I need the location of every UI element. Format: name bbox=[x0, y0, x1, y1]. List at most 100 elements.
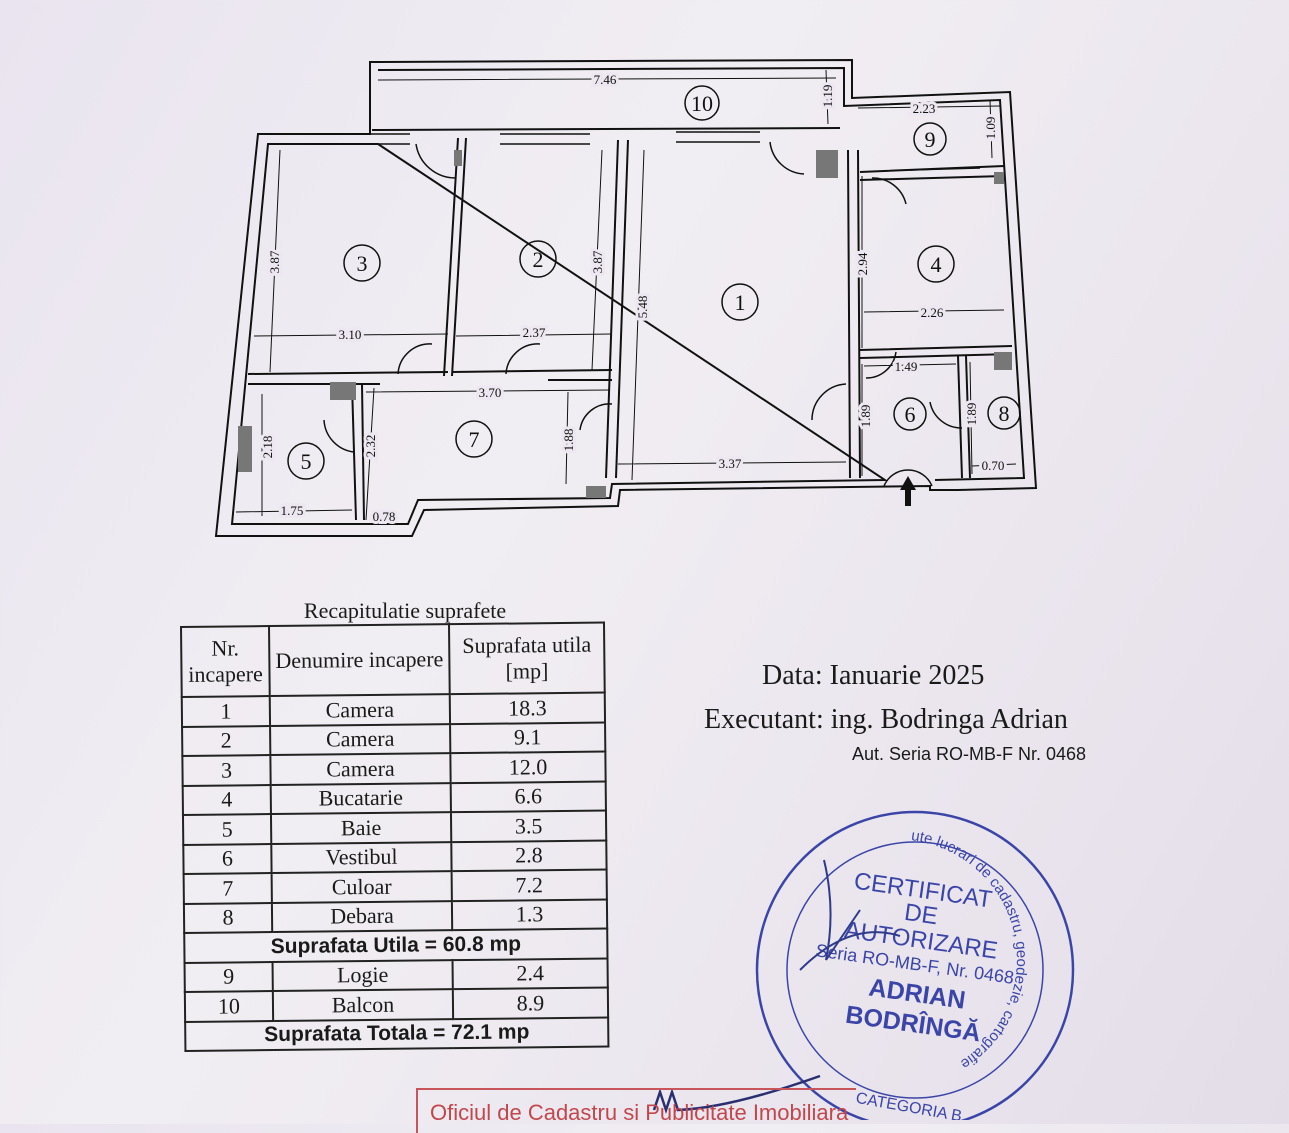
room-label-5: 5 bbox=[301, 449, 312, 474]
dim-bath-height: 2.18 bbox=[260, 436, 275, 459]
dim-room2-width: 2.37 bbox=[523, 325, 546, 340]
signature-stroke bbox=[652, 1074, 821, 1114]
table-title: Recapitulatie suprafete bbox=[303, 598, 507, 623]
cell-name: Bucatarie bbox=[270, 782, 451, 815]
signature bbox=[799, 859, 901, 971]
room-circle-5 bbox=[287, 442, 325, 480]
wall-room3-room2 bbox=[443, 137, 467, 377]
room-label-6: 6 bbox=[905, 402, 916, 427]
wall-corridor-room2 bbox=[451, 369, 613, 381]
cell-area: 18.3 bbox=[449, 692, 606, 724]
cell-nr: 4 bbox=[182, 784, 271, 815]
room-circle-1 bbox=[721, 283, 759, 321]
outer-wall bbox=[214, 58, 1038, 537]
header-name: Denumire incapere bbox=[269, 624, 450, 697]
dim-balcony-width: 7.46 bbox=[594, 72, 617, 87]
wall-room1-kitchen bbox=[847, 149, 861, 479]
cell-nr: 7 bbox=[183, 873, 272, 904]
stamp-outer-ring bbox=[755, 810, 1075, 1120]
cell-name: Balcon bbox=[272, 989, 454, 1021]
room-label-8: 8 bbox=[999, 401, 1010, 426]
wall-kitchen-hall bbox=[859, 345, 1013, 359]
cell-nr: 1 bbox=[181, 696, 271, 727]
dim-balcony-depth: 1.19 bbox=[820, 85, 835, 108]
cell-nr: 3 bbox=[182, 755, 271, 786]
cell-name: Camera bbox=[269, 694, 451, 726]
cell-nr: 5 bbox=[182, 814, 272, 845]
cell-area: 2.4 bbox=[452, 958, 608, 990]
dim-kitchen-height: 2.94 bbox=[855, 252, 870, 275]
entrance-arrow-icon bbox=[900, 476, 916, 506]
cell-name: Debara bbox=[271, 900, 453, 933]
room-circle-7 bbox=[455, 420, 493, 458]
dim-hall-width: 1.49 bbox=[895, 359, 918, 374]
balcony-wall bbox=[371, 127, 841, 131]
area-summary-table: Nr. incapere Denumire incapere Suprafata… bbox=[180, 622, 609, 1052]
dim-kitchen-width: 2.26 bbox=[921, 305, 944, 320]
dim-room3-height: 3.87 bbox=[267, 250, 282, 273]
executant-label: Executant: ing. Bodringa Adrian bbox=[704, 704, 1068, 735]
dim-corridor-height-left: 2.32 bbox=[363, 435, 378, 458]
room-circle-3 bbox=[343, 244, 381, 282]
cell-area: 3.5 bbox=[450, 810, 607, 842]
dim-closet-height: 1.89 bbox=[964, 403, 979, 426]
wall-room3-corridor bbox=[247, 371, 449, 385]
cell-nr: 9 bbox=[184, 961, 273, 992]
table-header-row: Nr. incapere Denumire incapere Suprafata… bbox=[181, 622, 605, 697]
dim-closet-width: 0.70 bbox=[982, 458, 1005, 473]
room-circle-2 bbox=[519, 240, 557, 278]
cell-area: 12.0 bbox=[450, 751, 606, 783]
room-label-7: 7 bbox=[469, 427, 480, 452]
room-circle-10 bbox=[684, 85, 720, 121]
room-label-9: 9 bbox=[925, 127, 936, 152]
cell-area: 8.9 bbox=[452, 987, 609, 1019]
cell-nr: 6 bbox=[183, 843, 272, 874]
room-label-2: 2 bbox=[533, 247, 544, 272]
header-nr: Nr. incapere bbox=[181, 626, 270, 697]
wall-kitchen-loggia bbox=[859, 165, 1005, 181]
dim-corridor-ext: 0.78 bbox=[373, 509, 396, 524]
cadastre-office-stamp: Oficiul de Cadastru si Publicitate Imobi… bbox=[416, 1088, 856, 1133]
stamp-line2: DE bbox=[903, 899, 940, 930]
door-swings bbox=[323, 141, 963, 487]
columns bbox=[238, 150, 1012, 498]
cell-area: 7.2 bbox=[451, 869, 607, 901]
total-row: Suprafata Totala = 72.1 mp bbox=[185, 1017, 609, 1051]
wall-room2-room1 bbox=[605, 139, 629, 479]
cell-name: Vestibul bbox=[271, 841, 452, 874]
cell-name: Logie bbox=[272, 959, 453, 992]
header-area: Suprafata utila [mp] bbox=[448, 622, 605, 695]
room-label-1: 1 bbox=[735, 290, 746, 315]
cell-name: Culoar bbox=[271, 871, 452, 903]
subtotal-row: Suprafata Utila = 60.8 mp bbox=[184, 928, 608, 963]
cell-nr: 2 bbox=[182, 725, 271, 756]
dim-room1-height: 5.48 bbox=[635, 296, 650, 319]
cell-area: 1.3 bbox=[451, 899, 608, 931]
cell-area: 9.1 bbox=[450, 722, 606, 754]
room-label-3: 3 bbox=[357, 251, 368, 276]
cell-name: Baie bbox=[270, 812, 452, 844]
dim-loggia-width: 2.23 bbox=[913, 101, 936, 116]
room-circle-8 bbox=[987, 396, 1021, 430]
total-cell: Suprafata Totala = 72.1 mp bbox=[185, 1017, 609, 1051]
outer-wall-inner bbox=[230, 66, 1026, 525]
windows bbox=[310, 131, 981, 171]
stamp-inner-ring bbox=[786, 841, 1044, 1099]
room-circle-4 bbox=[917, 245, 955, 283]
dim-corridor-height-right: 1.88 bbox=[561, 429, 576, 452]
wall-hall-closet bbox=[957, 355, 971, 479]
authorization-stamp: Persoana fizica autorizata de ANCPI sa e… bbox=[740, 800, 1075, 1120]
room-label-4: 4 bbox=[931, 252, 942, 277]
subtotal-cell: Suprafata Utila = 60.8 mp bbox=[184, 928, 608, 963]
cell-name: Camera bbox=[270, 753, 451, 785]
room-circle-9 bbox=[913, 122, 947, 156]
cell-nr: 8 bbox=[183, 902, 273, 933]
